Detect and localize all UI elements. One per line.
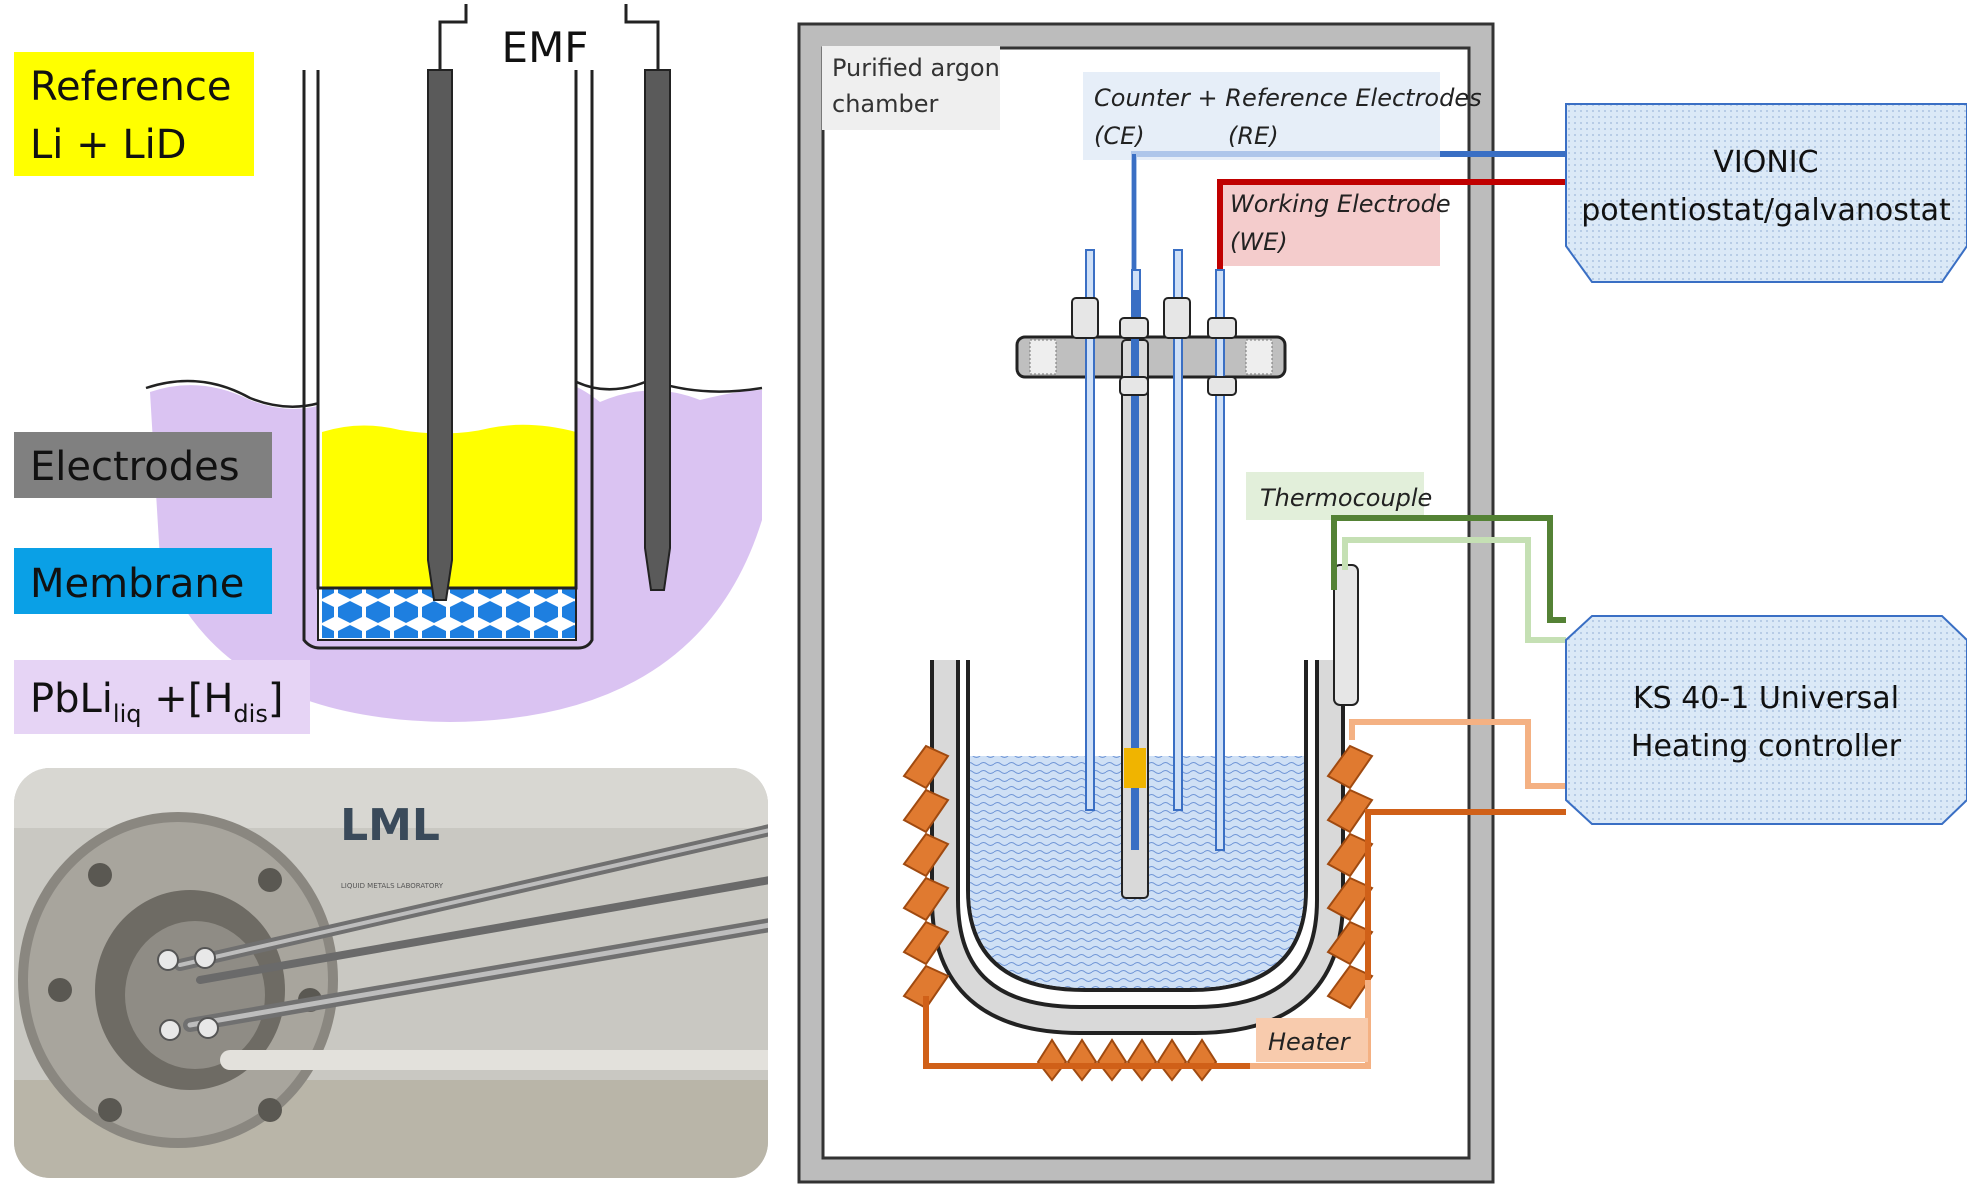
legend: Reference Li + LiD Electrodes Membrane P… xyxy=(14,52,310,734)
legend-pbli-swatch xyxy=(14,660,310,734)
heating-controller-line1: KS 40-1 Universal xyxy=(1633,681,1899,716)
we-title: Working Electrode xyxy=(1230,190,1451,218)
legend-reference-line1: Reference xyxy=(30,64,231,110)
chamber-label-line1: Purified argon xyxy=(832,54,1000,82)
legend-electrodes-label: Electrodes xyxy=(30,444,240,490)
heater-label-bg xyxy=(1256,1018,1368,1062)
ce-re-title: Counter + Reference Electrodes xyxy=(1094,84,1482,112)
heating-controller-line2: Heating controller xyxy=(1631,729,1902,764)
heater-zigzag-bottom xyxy=(1036,1038,1218,1082)
we-label: (WE) xyxy=(1230,228,1288,256)
vionic-potentiostat: VIONIC potentiostat/galvanostat xyxy=(1565,103,1967,283)
chamber-schematic: Purified argon chamber Counter + Referen… xyxy=(797,22,1566,1184)
legend-membrane-label: Membrane xyxy=(30,561,244,607)
legend-reference-swatch xyxy=(14,52,254,176)
thermocouple-label-bg xyxy=(1246,472,1424,520)
reference-electrode xyxy=(427,69,453,601)
ks40-heating-controller: KS 40-1 Universal Heating controller xyxy=(1565,615,1967,825)
we-label-bg xyxy=(1218,182,1440,266)
flange-photo: LML LIQUID METALS LABORATORY xyxy=(14,768,768,1178)
crucible-liner xyxy=(966,660,1308,992)
thermocouple-label: Thermocouple xyxy=(1260,484,1432,512)
heater-zigzag-right xyxy=(1326,744,1374,1010)
heating-controller-box xyxy=(1565,615,1967,825)
thermocouple-wire-dark xyxy=(1331,515,1566,623)
we-wire xyxy=(1217,179,1566,270)
reference-probe-tip xyxy=(1124,748,1146,788)
emf-wire xyxy=(438,4,660,70)
membrane xyxy=(322,588,576,638)
chamber-label-bg xyxy=(822,46,1000,130)
thermocouple-wire-light xyxy=(1342,537,1566,643)
potentiostat-line2: potentiostat/galvanostat xyxy=(1581,193,1951,228)
thermocouple-probe xyxy=(1333,564,1359,706)
ce-label: (CE) xyxy=(1094,122,1145,150)
heater-wire-dark xyxy=(923,809,1566,1069)
legend-pbli-label: PbLiliq +[Hdis] xyxy=(30,676,283,728)
heater-zigzag-left xyxy=(902,744,950,1010)
re-label: (RE) xyxy=(1228,122,1279,150)
potentiostat-line1: VIONIC xyxy=(1713,145,1818,180)
legend-reference-line2: Li + LiD xyxy=(30,122,187,168)
chamber-label-line2: chamber xyxy=(832,90,938,118)
working-electrode-left xyxy=(644,69,671,591)
heater-label: Heater xyxy=(1268,1028,1352,1056)
emf-cell-schematic: EMF xyxy=(145,4,763,722)
crucible-inner-wall xyxy=(934,660,1341,1031)
emf-label: EMF xyxy=(502,23,589,72)
heater-wire-light xyxy=(1250,719,1566,1069)
lml-logo: LML xyxy=(340,800,440,851)
top-flange xyxy=(1015,335,1287,379)
legend-electrodes-swatch xyxy=(14,432,272,498)
potentiostat-box xyxy=(1565,103,1967,283)
ce-re-label-bg xyxy=(1083,72,1440,160)
lml-logo-subtext: LIQUID METALS LABORATORY xyxy=(341,882,444,890)
electrode-rods xyxy=(1071,249,1237,899)
legend-membrane-swatch xyxy=(14,548,272,614)
